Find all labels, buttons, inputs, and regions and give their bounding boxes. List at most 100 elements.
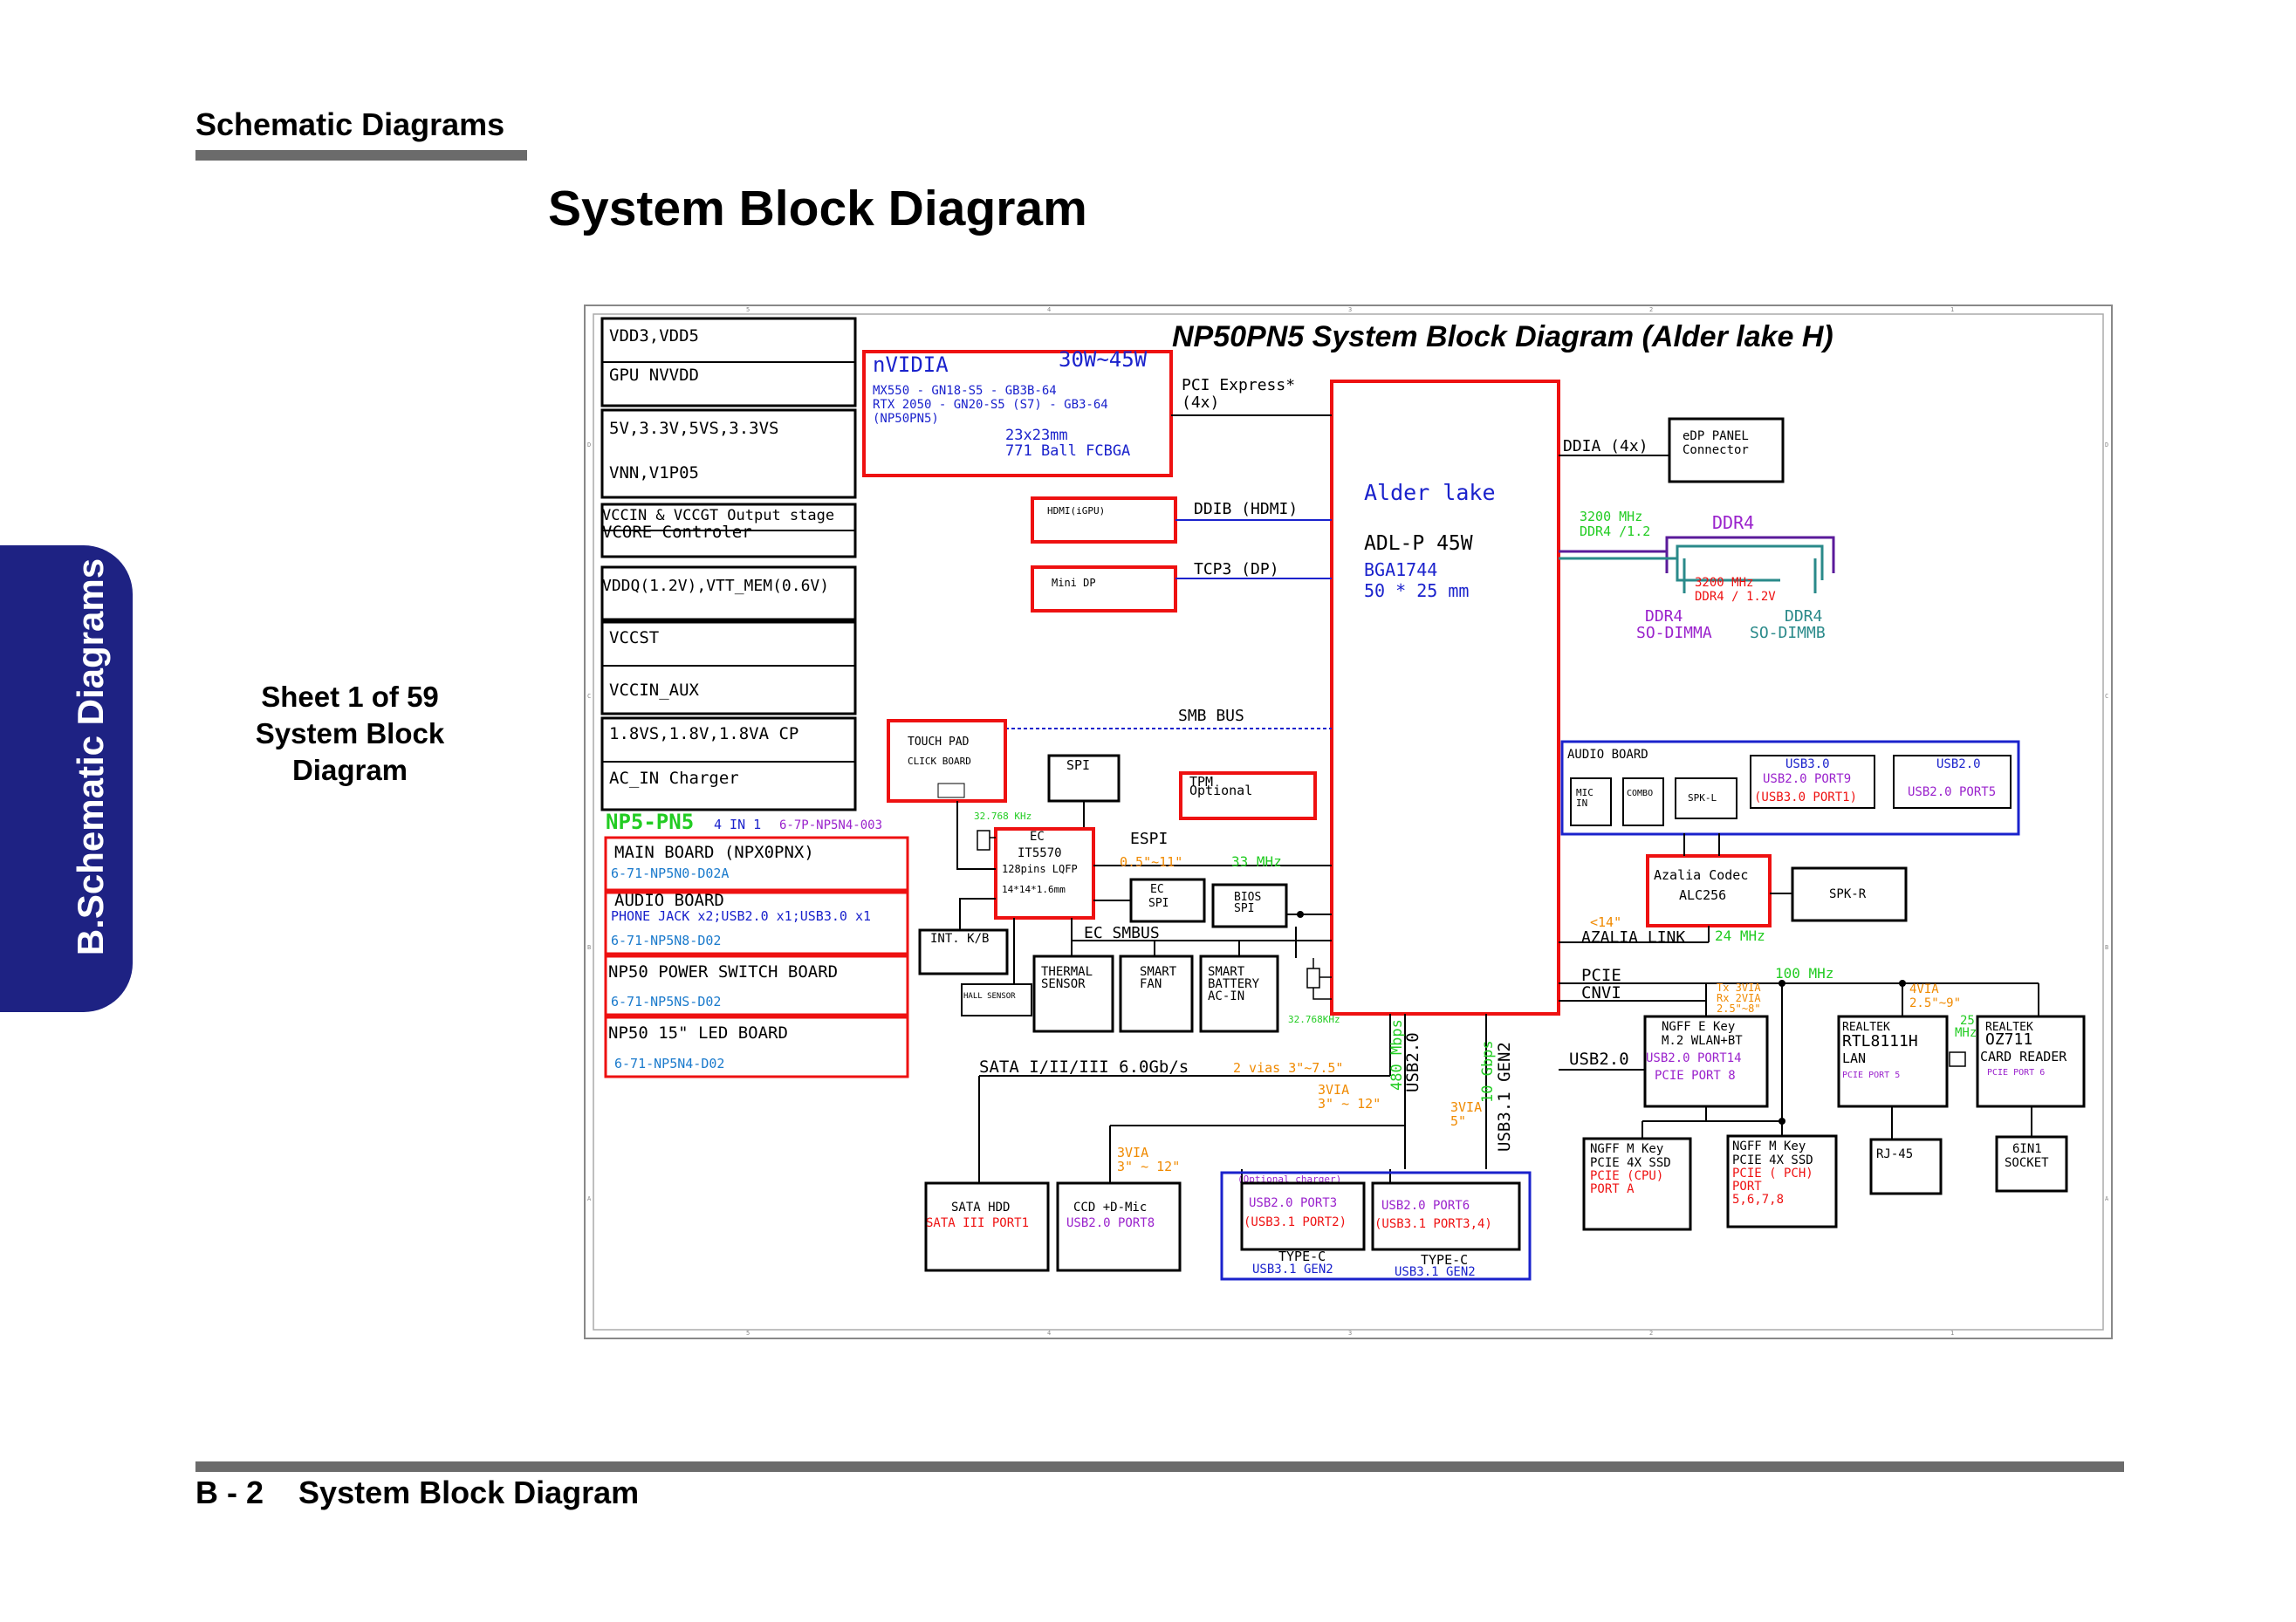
ddr-annotation: 3200 MHz: [1695, 576, 1753, 590]
hall-sensor-block: [961, 983, 1032, 1016]
keyboard-label: INT. K/B: [930, 932, 989, 946]
ssd-cpu-port: PORT A: [1590, 1182, 1635, 1196]
espi-annotation: 0.5"~11": [1120, 854, 1182, 870]
gpu-vendor: nVIDIA: [873, 352, 949, 377]
espi-annotation: 33 MHz: [1231, 853, 1282, 870]
hdmi-port-label: HDMI(iGPU): [1047, 505, 1105, 517]
wlan-card-label: NGFF E Key: [1662, 1020, 1735, 1034]
page-number: B - 2: [195, 1475, 264, 1510]
smart-fan-block: [1119, 955, 1194, 1033]
diagram-title: NP50PN5 System Block Diagram (Alder lake…: [1172, 320, 1833, 353]
board-part: 6-71-NP5N4-D02: [614, 1056, 724, 1071]
card-reader-label: OZ711: [1985, 1030, 2032, 1049]
board-name: NP50 POWER SWITCH BOARD: [608, 962, 838, 982]
ddr-annotation: DDR4 / 1.2V: [1695, 590, 1776, 604]
gpu-package: 23x23mm: [1005, 427, 1068, 444]
board-box: [604, 891, 909, 955]
frame-col-ref: 4: [1047, 306, 1051, 313]
frame-col-ref: 3: [1348, 1330, 1352, 1337]
ec-label: EC: [1030, 830, 1045, 844]
board-part: 6-71-NP5NS-D02: [611, 994, 721, 1009]
usb2-speed-annotation: 480 Mbps: [1388, 1019, 1406, 1091]
sata-annotation: 2 vias 3"~7.5": [1233, 1060, 1343, 1076]
power-rail-label: 5V,3.3V,5VS,3.3VS: [609, 419, 778, 438]
lan-controller-port: PCIE PORT 5: [1842, 1071, 1900, 1080]
audio-codec-label: Azalia Codec: [1654, 867, 1748, 883]
combo-jack-label: COMBO: [1627, 789, 1653, 798]
gpu-power: 30W~45W: [1059, 347, 1148, 372]
boards-count: 4 IN 1: [714, 817, 761, 832]
sheet-inner-frame: [593, 313, 2104, 1331]
typec-port-label: USB2.0 PORT6: [1381, 1199, 1470, 1213]
minidp-port-block: [1031, 565, 1177, 613]
chapter-side-tab[interactable]: B.Schematic Diagrams: [0, 545, 133, 1012]
board-detail: PHONE JACK x2;USB2.0 x1;USB3.0 x1: [611, 908, 871, 924]
power-rail-box: [600, 620, 857, 715]
sheet-note-line: System Block: [255, 717, 445, 749]
bus-label: DDIB (HDMI): [1194, 500, 1298, 518]
ec-block: [994, 827, 1095, 920]
ccd-port-label: USB2.0 PORT8: [1066, 1216, 1155, 1230]
bios-spi-label: BIOS: [1234, 891, 1261, 904]
gpu-package: 771 Ball FCBGA: [1005, 442, 1130, 460]
mic-in-label: MIC: [1576, 787, 1593, 798]
smart-battery-block: [1199, 955, 1279, 1033]
edp-connector-block: [1668, 417, 1785, 483]
thermal-sensor-label: SENSOR: [1041, 977, 1086, 991]
thermal-sensor-block: [1032, 955, 1114, 1033]
lan-clock-annotation: MHz: [1955, 1026, 1977, 1040]
lan-controller-label: LAN: [1842, 1051, 1866, 1066]
ddr-slot-label: DDR4: [1645, 607, 1683, 626]
pcie-annotation: 100 MHz: [1775, 965, 1833, 982]
mic-in-jack: [1570, 777, 1612, 826]
sata-hdd-label: SATA HDD: [951, 1201, 1010, 1215]
bus-label: ESPI: [1130, 830, 1168, 848]
pcie-via-annotation: 4VIA: [1909, 982, 1939, 996]
chapter-side-tab-label: B.Schematic Diagrams: [70, 558, 111, 956]
power-rail-label: GPU NVVDD: [609, 366, 699, 385]
edp-label: eDP PANEL: [1683, 429, 1749, 443]
bus-label: EC SMBUS: [1084, 924, 1160, 942]
azalia-annotation: 24 MHz: [1715, 927, 1765, 944]
power-rail-label: VCCIN_AUX: [609, 681, 700, 700]
usb2-port-block: [1893, 755, 2012, 809]
cpu-package: BGA1744: [1364, 559, 1437, 580]
edp-label: Connector: [1683, 443, 1749, 457]
frame-row-ref: D: [587, 441, 591, 448]
bus-label: DDIA (4x): [1563, 437, 1648, 455]
ssd-pch-label: NGFF M Key: [1732, 1140, 1806, 1153]
frame-col-ref: 3: [1348, 306, 1352, 313]
combo-jack: [1622, 777, 1664, 826]
power-rail-label: 1.8VS,1.8V,1.8VA CP: [609, 724, 798, 743]
usb2-port-title: USB2.0: [1936, 757, 1981, 771]
frame-col-ref: 2: [1649, 306, 1653, 313]
touchpad-label: TOUCH PAD: [908, 736, 970, 749]
bus-label: TCP3 (DP): [1194, 560, 1279, 578]
via-annotation: 3" ~ 12": [1117, 1159, 1180, 1174]
power-rail-box: [600, 716, 857, 811]
bus-label: SATA I/II/III 6.0Gb/s: [979, 1057, 1189, 1077]
thermal-sensor-label: THERMAL: [1041, 965, 1093, 979]
bus-label: USB2.0: [1569, 1050, 1629, 1069]
via-annotation: 3VIA: [1117, 1145, 1148, 1160]
touchpad-block: [887, 719, 1007, 803]
frame-row-ref: C: [587, 693, 591, 700]
smart-battery-label: BATTERY: [1208, 977, 1260, 991]
cpu-name: Alder lake: [1364, 480, 1496, 505]
lan-controller-label: RTL8111H: [1842, 1032, 1918, 1051]
spi-label: SPI: [1066, 757, 1090, 773]
footer-title: System Block Diagram: [298, 1475, 640, 1510]
frame-row-ref: B: [587, 944, 591, 951]
azalia-annotation: <14": [1590, 914, 1621, 930]
ssd-cpu-label: PCIE 4X SSD: [1590, 1156, 1671, 1170]
ccd-camera-label: CCD +D-Mic: [1073, 1201, 1147, 1215]
pcie-via-annotation: 2.5"~9": [1909, 996, 1961, 1010]
ddr-bus-a: [1559, 536, 1835, 573]
typec-group: [1220, 1171, 1532, 1281]
board-part: 6-71-NP5N8-D02: [611, 933, 721, 948]
ssd-pch-port: PORT: [1732, 1180, 1762, 1194]
frame-row-ref: D: [2105, 441, 2108, 448]
sheet-note: Sheet 1 of 59 System Block Diagram: [223, 679, 476, 789]
tpm-label: TPM: [1189, 774, 1213, 790]
speaker-right-label: SPK-R: [1829, 887, 1867, 901]
